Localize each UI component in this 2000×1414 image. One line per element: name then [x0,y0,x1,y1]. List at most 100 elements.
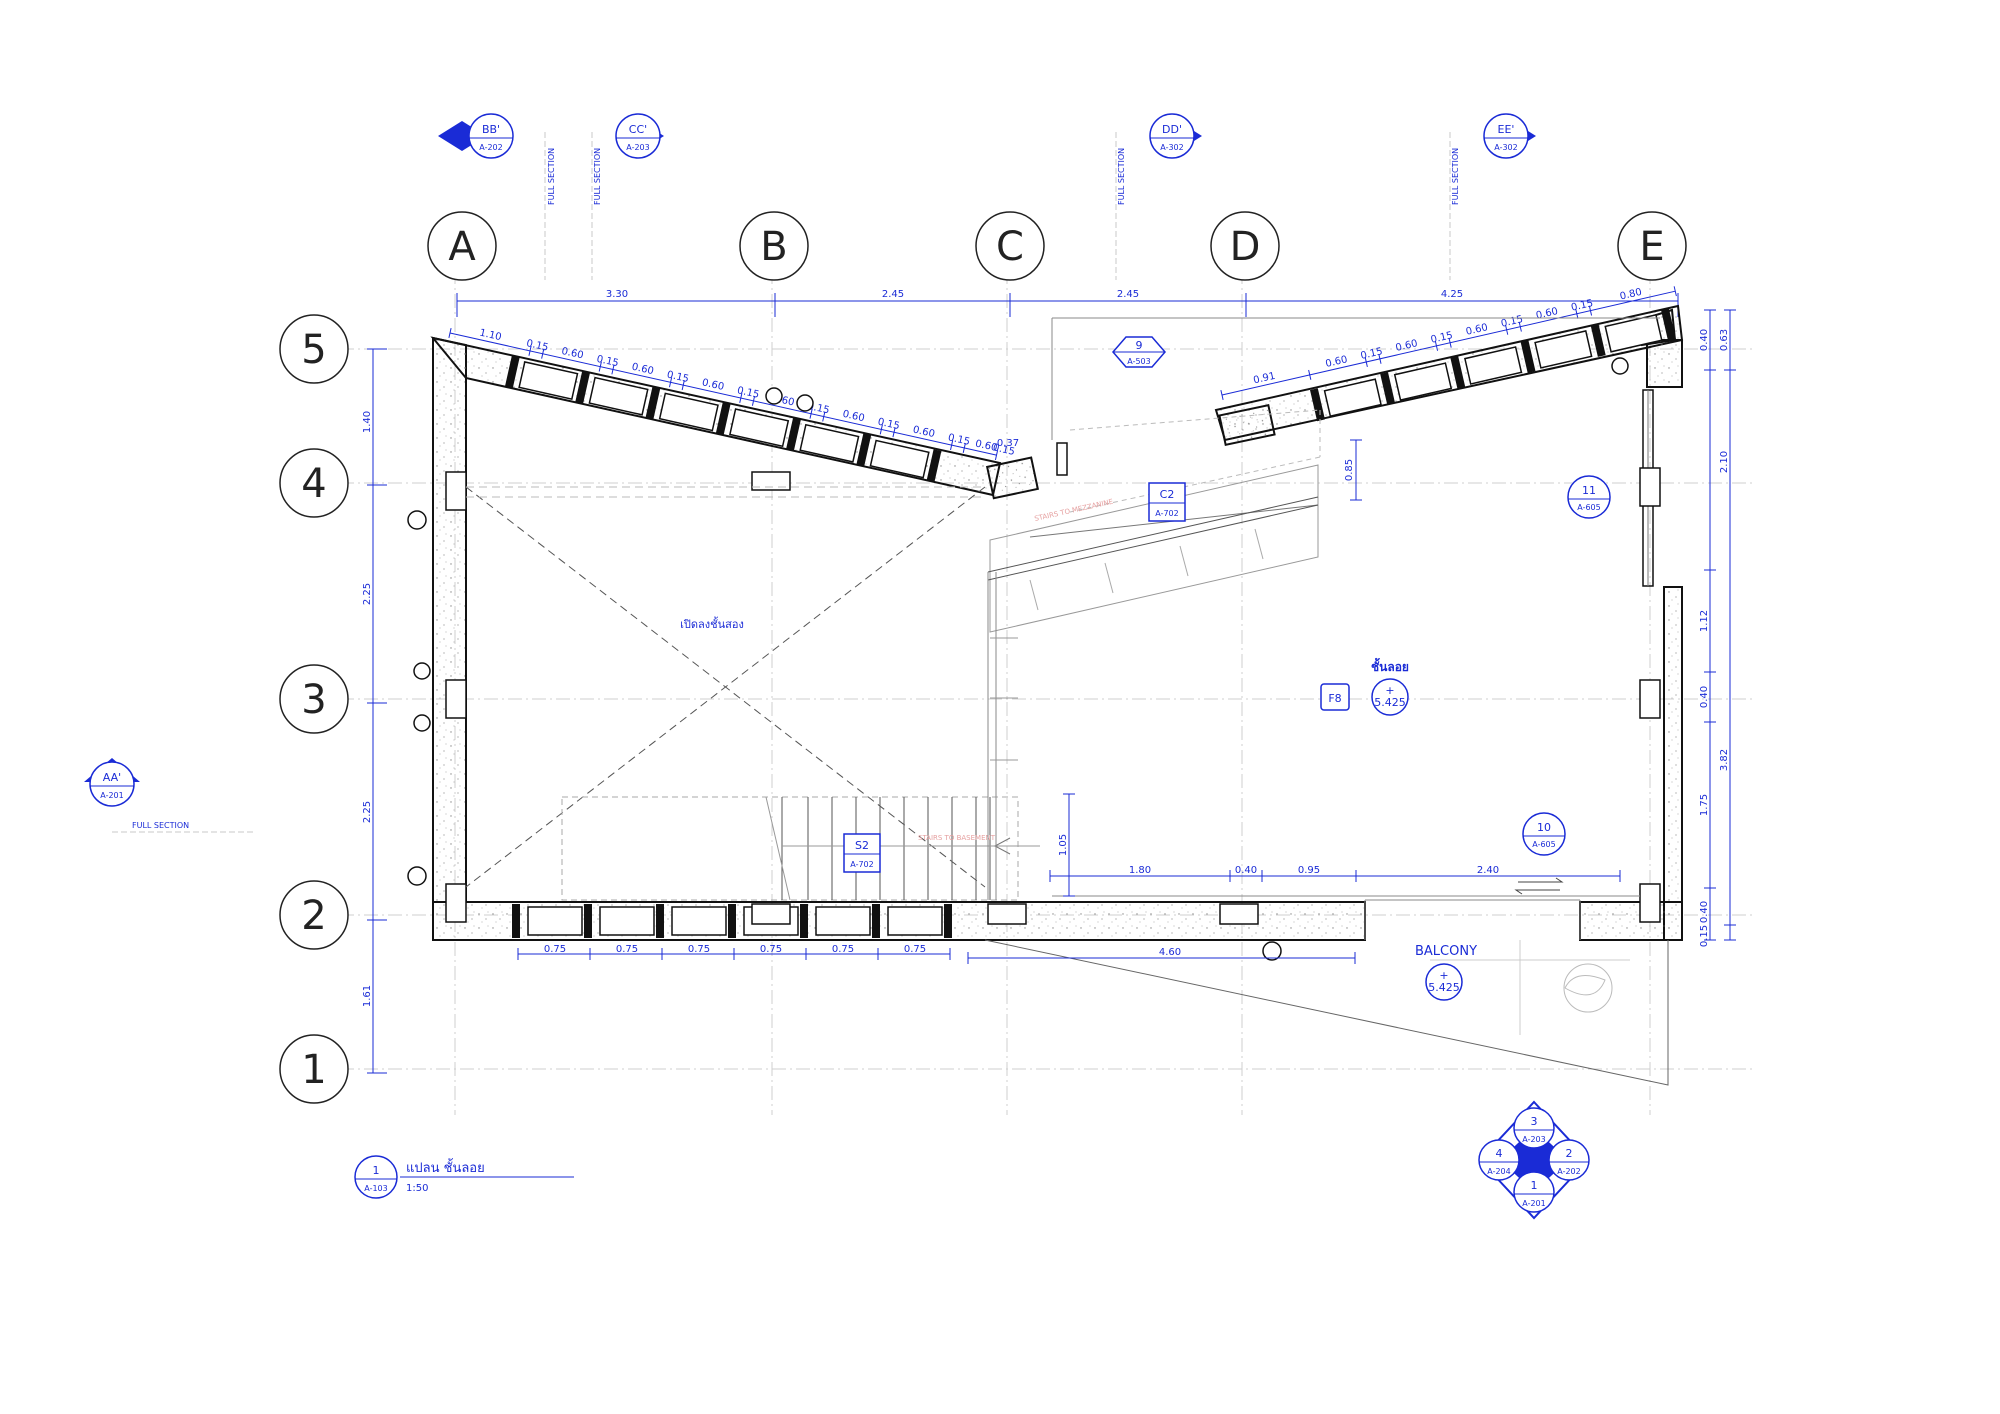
dim-wtl-14: 0.60 [974,438,998,454]
dim-right1-5: 0.40 [1699,901,1710,923]
dim-wtl-13: 0.15 [947,432,971,448]
dim-wtl-1: 0.15 [525,338,549,354]
grid-label-3: 3 [301,677,326,723]
stair-tag-c2-num: C2 [1160,488,1175,501]
section-label-dd: DD' [1162,123,1182,136]
dim-inner-3: 2.40 [1477,865,1499,876]
section-note-ee: FULL SECTION [1451,148,1460,205]
dim-wtl-10: 0.60 [841,409,865,425]
elev-bottom-sheet: A-201 [1522,1199,1545,1208]
detail-tag-9: 9 A-503 [1112,336,1166,368]
section-label-bb: BB' [482,123,500,136]
dim-right1-1: 2.10 [1719,451,1730,473]
dimension-chain-inner [1049,439,1621,897]
windows-top-left [505,355,942,483]
section-marker-ee: EE' A-302 FULL SECTION [1449,113,1536,280]
section-sheet-aa: A-201 [100,791,123,800]
dim-left-43: 2.25 [362,583,373,605]
dim-wtl-12: 0.60 [912,424,936,440]
grid-label-A: A [448,224,476,270]
stair-tag-s2: S2 A-702 [843,833,881,873]
section-marker-cc: CC' A-203 FULL SECTION [591,113,664,280]
dim-bottom-span: 4.60 [1159,947,1181,958]
dim-top-ab: 3.30 [606,289,628,300]
dim-wtl-3: 0.15 [596,354,620,370]
dimension-chain-top [456,293,1679,317]
stair-tag-c2-sheet: A-702 [1155,509,1178,518]
grid-label-1: 1 [301,1047,326,1093]
balcony-name: BALCONY [1415,944,1477,959]
elev-left-sheet: A-204 [1487,1167,1510,1176]
void-label: เปิดลงชั้นสอง [680,616,744,631]
grid-bubble-2: 2 [279,880,349,950]
section-marker-aa: AA' A-201 FULL SECTION [84,758,255,833]
detail-tag-11-sheet: A-605 [1577,503,1600,512]
detail-tag-10-num: 10 [1537,821,1551,834]
dim-wtr-8: 0.15 [1570,298,1594,314]
grid-bubble-A: A [427,211,497,281]
dim-wb-5: 0.75 [904,944,926,955]
dim-wtl-11: 0.15 [877,417,901,433]
grid-label-5: 5 [301,327,326,373]
elev-right-num: 2 [1566,1147,1573,1160]
section-marker-bb: BB' A-202 FULL SECTION [438,113,556,280]
grid-bubble-D: D [1210,211,1280,281]
title-num: 1 [373,1164,380,1177]
dim-inner-0: 1.80 [1129,865,1151,876]
grid-label-D: D [1230,224,1261,270]
dim-wtr-2: 0.15 [1360,346,1384,362]
grid-bubble-C: C [975,211,1045,281]
stair-tag-s2-sheet: A-702 [850,860,873,869]
dim-wtr-3: 0.60 [1395,338,1419,354]
dim-right1-4: 1.75 [1699,794,1710,816]
dim-left-54: 1.40 [362,411,373,433]
dim-top-de: 4.25 [1441,289,1463,300]
detail-tag-9-num: 9 [1136,339,1143,352]
stair-note-mezzanine: STAIRS TO MEZZANINE [1034,498,1114,523]
section-note-dd: FULL SECTION [1117,148,1126,205]
dimension-chain-bottom [517,948,1356,964]
section-sheet-dd: A-302 [1160,143,1183,152]
section-note-bb: FULL SECTION [547,148,556,205]
finish-tag: F8 [1320,683,1350,711]
title-scale: 1:50 [406,1183,428,1194]
dim-wtl-6: 0.60 [701,377,725,393]
level-plus-icon: + [1385,684,1394,697]
balcony-plus-icon: + [1439,969,1448,982]
room-name: ชั้นลอย [1371,657,1409,674]
downpipes [407,357,1629,961]
dim-wtr-0: 0.91 [1252,371,1276,387]
dimension-chain-left [367,348,387,1074]
dim-right2-0: 0.63 [1719,329,1730,351]
dim-wtl-end: 0.37 [997,438,1019,449]
grid-bubble-1: 1 [279,1034,349,1104]
mezzanine-rail-ticks [990,637,1018,761]
room-level: 5.425 [1374,696,1406,709]
detail-tag-11-num: 11 [1582,484,1596,497]
windows-top-right [1310,307,1676,422]
dim-wb-2: 0.75 [688,944,710,955]
section-note-cc: FULL SECTION [593,148,602,205]
dim-wtr-7: 0.60 [1535,306,1559,322]
stair-note-basement: STAIRS TO BASEMENT [918,834,996,842]
dim-wtr-1: 0.60 [1324,354,1348,370]
elev-top-num: 3 [1531,1115,1538,1128]
dim-wb-3: 0.75 [760,944,782,955]
finish-tag-text: F8 [1328,692,1341,705]
dim-right2-2: 0.15 [1699,925,1710,947]
dim-wtl-0: 1.10 [478,328,502,344]
stair-s2 [561,796,1040,901]
dim-top-cd: 2.45 [1117,289,1139,300]
dimension-chain-right [1704,309,1736,941]
dim-inner-2: 0.95 [1298,865,1320,876]
section-sheet-cc: A-203 [626,143,649,152]
dim-wtr-9: 0.80 [1619,287,1643,303]
section-label-ee: EE' [1498,123,1515,136]
grid-label-E: E [1639,224,1664,270]
dim-wtr-4: 0.15 [1430,330,1454,346]
dim-left-32: 2.25 [362,801,373,823]
grid-bubble-4: 4 [279,448,349,518]
detail-tag-11: 11 A-605 [1567,475,1611,519]
dim-wtl-5: 0.15 [666,369,690,385]
dim-wtl-15: 0.15 [992,442,1016,458]
